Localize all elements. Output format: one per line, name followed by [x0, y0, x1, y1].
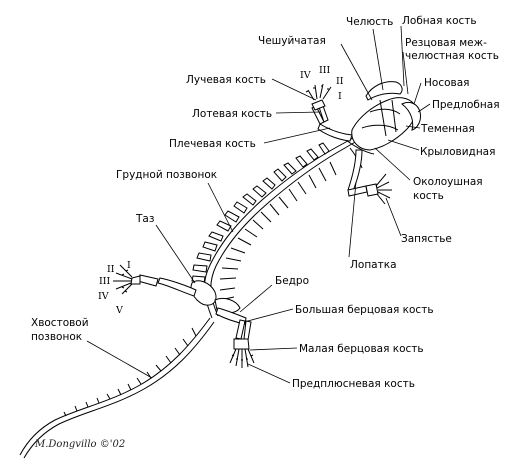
label-femur: Бедро [275, 275, 309, 287]
label-frontal: Лобная кость [402, 15, 477, 27]
labels: Челюсть Лобная кость Резцовая меж- челюс… [31, 15, 500, 390]
label-premaxilla-1: Резцовая меж- [405, 37, 487, 49]
label-caudal-1: Хвостовой [31, 317, 89, 329]
hindlimb-digit-v: V [115, 305, 123, 316]
label-parietal: Теменная [420, 123, 475, 135]
skull [345, 81, 421, 169]
label-ulna: Лотевая кость [192, 108, 272, 120]
leader-lines [86, 25, 431, 384]
label-otic-2: кость [413, 190, 444, 202]
label-nasal: Носовая [424, 77, 469, 89]
label-tibia: Большая берцовая кость [295, 304, 434, 316]
label-prefrontal: Предлобная [432, 99, 500, 111]
digit-numerals-forelimb: IV III II I [300, 65, 344, 102]
label-humerus: Плечевая кость [169, 138, 256, 150]
spine [191, 127, 373, 319]
hindlimb-digit-iv: IV [98, 291, 109, 302]
label-scapula: Лопатка [350, 259, 397, 271]
hindlimb-digit-iii: III [99, 276, 111, 287]
label-jaw: Челюсть [346, 16, 393, 28]
artist-signature: M.Dongvillo ©'02 [34, 439, 125, 450]
label-thoracic: Грудной позвонок [116, 169, 217, 181]
left-forelimb [305, 83, 353, 142]
forelimb-digit-ii: II [336, 76, 344, 87]
right-hindlimb [215, 307, 255, 368]
label-otic-1: Околоушная [413, 176, 483, 188]
hindlimb-digit-ii: II [107, 264, 115, 275]
left-hindlimb [113, 264, 197, 297]
forelimb-digit-iii: III [319, 65, 331, 76]
label-caudal-2: позвонок [31, 331, 82, 343]
forelimb-digit-i: I [338, 91, 342, 102]
right-forelimb [347, 149, 392, 205]
label-pterygoid: Крыловидная [420, 146, 495, 158]
tail [19, 317, 215, 459]
hindlimb-digit-i: I [127, 260, 131, 271]
label-carpus: Запястье [401, 233, 452, 245]
label-radius: Лучевая кость [186, 74, 266, 86]
label-fibula: Малая берцовая кость [299, 343, 424, 355]
label-pelvis: Таз [135, 213, 154, 225]
label-premaxilla-2: челюстная кость [405, 50, 499, 62]
label-squamosal: Чешуйчатая [258, 35, 326, 47]
forelimb-digit-iv: IV [300, 70, 311, 81]
label-tarsus: Предплюсневая кость [292, 378, 415, 390]
digit-numerals-hindlimb: I II III IV V [98, 260, 131, 316]
